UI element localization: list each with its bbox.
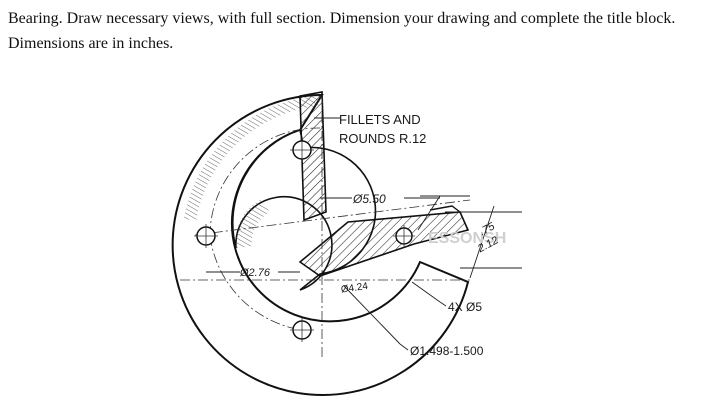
dim-holes: 4X Ø5 [448, 300, 482, 314]
dim-bolt-circle: Ø4.24 [340, 281, 369, 296]
dim-bore: Ø1.498-1.500 [410, 344, 484, 358]
flange-body [171, 93, 470, 396]
dim-diameter-276: Ø2.76 [239, 267, 271, 279]
flange-rim-shading [184, 95, 322, 222]
section-step [429, 205, 461, 213]
centerlines [180, 95, 471, 360]
dim-outer-diameter: Ø5.50 [352, 192, 386, 206]
bore-shading [235, 200, 270, 248]
section-face-hub [298, 211, 470, 277]
section-face-top [299, 91, 327, 222]
problem-statement: Bearing. Draw necessary views, with full… [8, 10, 676, 52]
note-rounds: ROUNDS R.12 [339, 131, 426, 146]
note-fillets: FILLETS AND [339, 112, 421, 127]
watermark: ESSONSH [428, 230, 506, 247]
dimension-lines [206, 117, 522, 351]
